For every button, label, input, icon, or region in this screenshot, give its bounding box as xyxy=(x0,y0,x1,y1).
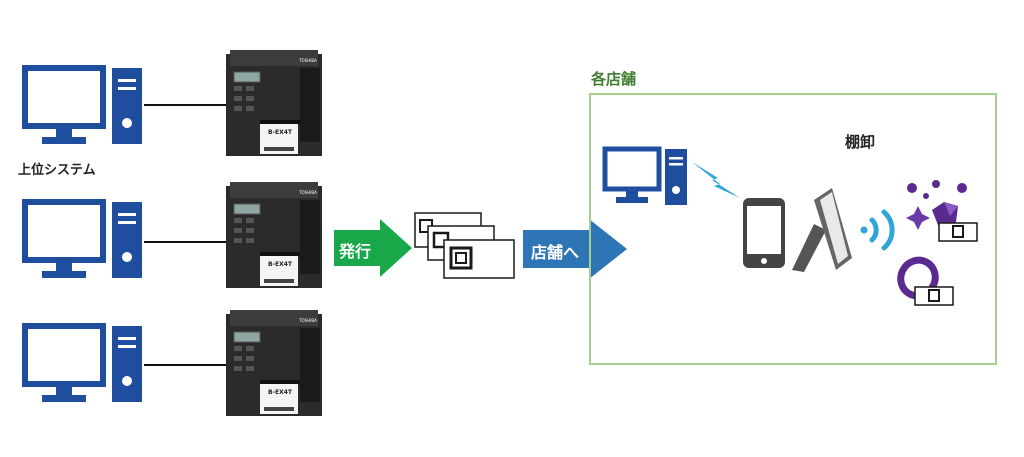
rfid-tag-icon xyxy=(443,239,515,279)
host-computer-3 xyxy=(22,323,142,402)
tag-label-icon xyxy=(914,286,954,306)
host-computer-1 xyxy=(22,65,142,144)
monitor-icon xyxy=(602,146,662,203)
monitor-icon xyxy=(22,65,106,144)
label-printer-3: TOSHIBA B-EX4T xyxy=(226,310,322,416)
smartphone-icon xyxy=(743,198,785,268)
inventory-label: 棚卸 xyxy=(845,133,876,151)
to-store-arrow xyxy=(523,219,627,279)
host-system-label: 上位システム xyxy=(18,163,96,178)
issue-arrow-label: 発行 xyxy=(339,242,372,261)
monitor-icon xyxy=(22,199,106,278)
rfid-reader-icon xyxy=(792,188,852,272)
connector-line-3 xyxy=(144,364,226,366)
printer-model: B-EX4T xyxy=(268,261,293,268)
store-box xyxy=(589,93,997,365)
store-title: 各店舗 xyxy=(591,70,637,88)
printer-model: B-EX4T xyxy=(268,389,293,396)
printer-brand: TOSHIBA xyxy=(298,58,317,63)
host-computer-2 xyxy=(22,199,142,278)
signal-waves-icon xyxy=(860,209,895,251)
pc-tower-icon xyxy=(112,68,142,144)
printer-model: B-EX4T xyxy=(268,129,293,136)
label-printer-2: TOSHIBA B-EX4T xyxy=(226,182,322,288)
pc-tower-icon xyxy=(112,326,142,402)
pc-tower-icon xyxy=(665,149,687,205)
connector-line-2 xyxy=(144,241,226,243)
monitor-icon xyxy=(22,323,106,402)
issue-arrow xyxy=(334,219,412,277)
printer-brand: TOSHIBA xyxy=(298,190,317,195)
jewelry-ring-icon xyxy=(897,256,939,300)
label-printer-1: TOSHIBA B-EX4T xyxy=(226,50,322,156)
printer-brand: TOSHIBA xyxy=(298,318,317,323)
lightning-icon xyxy=(692,162,740,198)
pc-tower-icon xyxy=(112,202,142,278)
connector-line-1 xyxy=(144,104,226,106)
tag-label-icon xyxy=(938,222,978,242)
to-store-arrow-label: 店舗へ xyxy=(531,243,580,262)
rfid-tag-stack xyxy=(414,212,515,279)
store-computer xyxy=(602,146,687,205)
